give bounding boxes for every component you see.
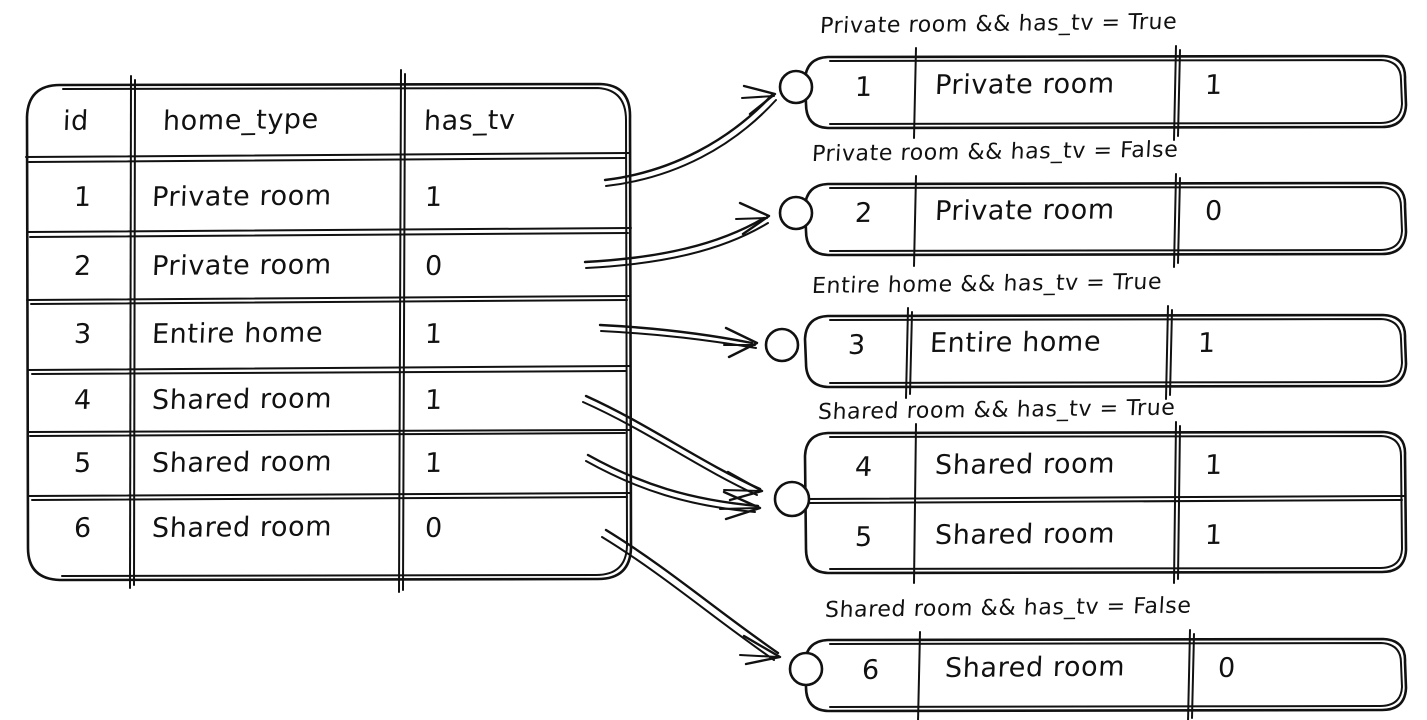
group-box-1 [778,45,1408,141]
table-row-5-home-type: Shared room [151,446,333,479]
arrow-row1-to-group1 [603,84,777,187]
table-row-6-home-type: Shared room [151,511,333,544]
arrow-row4-to-group4 [582,394,764,502]
table-row-1-id: 1 [73,181,93,213]
group-3-row-1-id: 3 [847,329,867,361]
group-3-row-1-home-type: Entire home [929,326,1102,359]
group-label-5: Shared room && has_tv = False [824,593,1193,623]
table-row-1-has-tv: 1 [424,181,444,213]
group-4-row-2-id: 5 [854,521,874,553]
group-5-row-1-has-tv: 0 [1217,652,1237,684]
group-1-row-1-home-type: Private room [934,68,1116,101]
table-row-3-home-type: Entire home [151,317,324,350]
source-table-header-home-type: home_type [162,103,320,137]
table-row-6-id: 6 [73,512,93,544]
group-2-row-1-has-tv: 0 [1204,195,1224,227]
group-4-row-2-has-tv: 1 [1204,519,1224,551]
group-1-row-1-has-tv: 1 [1204,69,1224,101]
table-row-5-id: 5 [73,447,93,479]
group-2-row-1-home-type: Private room [934,194,1116,227]
group-label-1: Private room && has_tv = True [819,9,1178,39]
group-4-row-2-home-type: Shared room [934,518,1116,551]
table-row-2-id: 2 [73,250,93,282]
group-3-row-1-has-tv: 1 [1197,327,1217,359]
table-row-1-home-type: Private room [151,180,333,213]
table-row-3-id: 3 [73,318,93,350]
table-row-6-has-tv: 0 [424,512,444,544]
arrow-row2-to-group2 [583,201,771,269]
table-row-4-has-tv: 1 [424,384,444,416]
group-2-row-1-id: 2 [854,197,874,229]
group-label-2: Private room && has_tv = False [811,137,1180,167]
source-table-header-id: id [62,105,90,137]
group-box-5 [788,629,1408,720]
group-box-4 [773,421,1408,584]
arrow-row3-to-group3 [598,323,759,359]
table-row-5-has-tv: 1 [424,447,444,479]
group-box-2 [778,173,1408,268]
arrow-row5-to-group4 [585,453,762,521]
group-4-row-1-home-type: Shared room [934,448,1116,481]
table-row-4-id: 4 [73,384,93,416]
group-5-row-1-home-type: Shared room [944,651,1126,684]
group-5-row-1-id: 6 [861,654,881,686]
source-table-row-dividers [25,152,632,501]
table-row-2-home-type: Private room [151,249,333,282]
group-1-row-1-id: 1 [854,71,874,103]
group-4-row-1-id: 4 [854,451,874,483]
table-row-3-has-tv: 1 [424,318,444,350]
group-box-3 [764,305,1408,400]
group-label-4: Shared room && has_tv = True [817,395,1177,425]
arrow-row6-to-group5 [601,528,782,666]
table-row-2-has-tv: 0 [424,250,444,282]
group-label-3: Entire home && has_tv = True [811,269,1163,299]
source-table-header-has-tv: has_tv [423,104,517,137]
group-4-row-1-has-tv: 1 [1204,449,1224,481]
table-row-4-home-type: Shared room [151,383,333,416]
